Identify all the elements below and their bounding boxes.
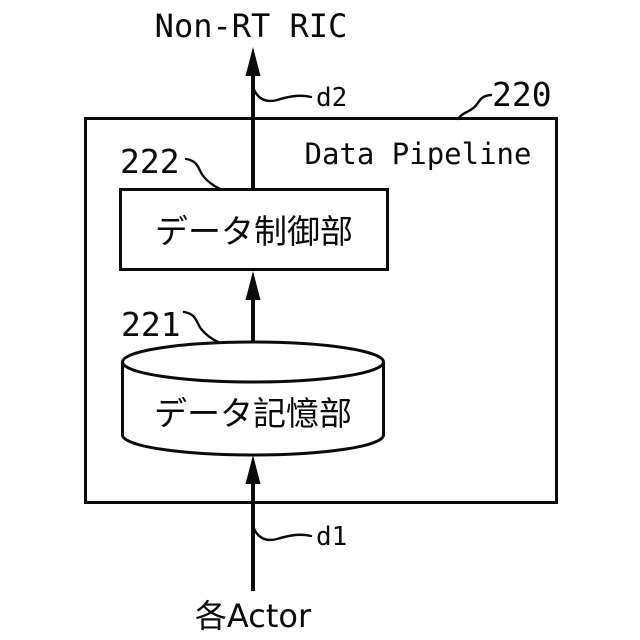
leader-line-221 (182, 310, 220, 344)
cylinder-silhouette (121, 340, 385, 457)
ref-label-222: 222 (120, 142, 180, 181)
data-storage-cylinder (121, 340, 385, 457)
data-control-box (119, 188, 389, 271)
arrow-internal (245, 271, 261, 343)
leader-line-220 (456, 93, 493, 121)
arrow-d1 (245, 455, 261, 591)
data-storage-label: データ記憶部 (154, 394, 352, 433)
actor-label: 各Actor (195, 597, 312, 635)
flow-label-d2: d2 (316, 83, 347, 113)
data-pipeline-title: Data Pipeline (305, 137, 532, 171)
ref-label-220: 220 (492, 75, 552, 114)
arrow-d1-head (245, 455, 261, 484)
leader-line-222 (184, 157, 222, 191)
leader-line-d2 (251, 85, 313, 103)
data-control-label: データ制御部 (155, 212, 353, 251)
non-rt-ric-label: Non-RT RIC (155, 7, 348, 45)
leader-line-d1 (251, 524, 313, 542)
arrow-d2-head (245, 47, 261, 76)
ref-label-221: 221 (121, 305, 181, 344)
arrow-internal-head (245, 271, 261, 300)
flow-label-d1: d1 (316, 522, 347, 552)
cylinder-top-ellipse-arc (121, 361, 385, 384)
arrow-d2 (245, 47, 261, 189)
